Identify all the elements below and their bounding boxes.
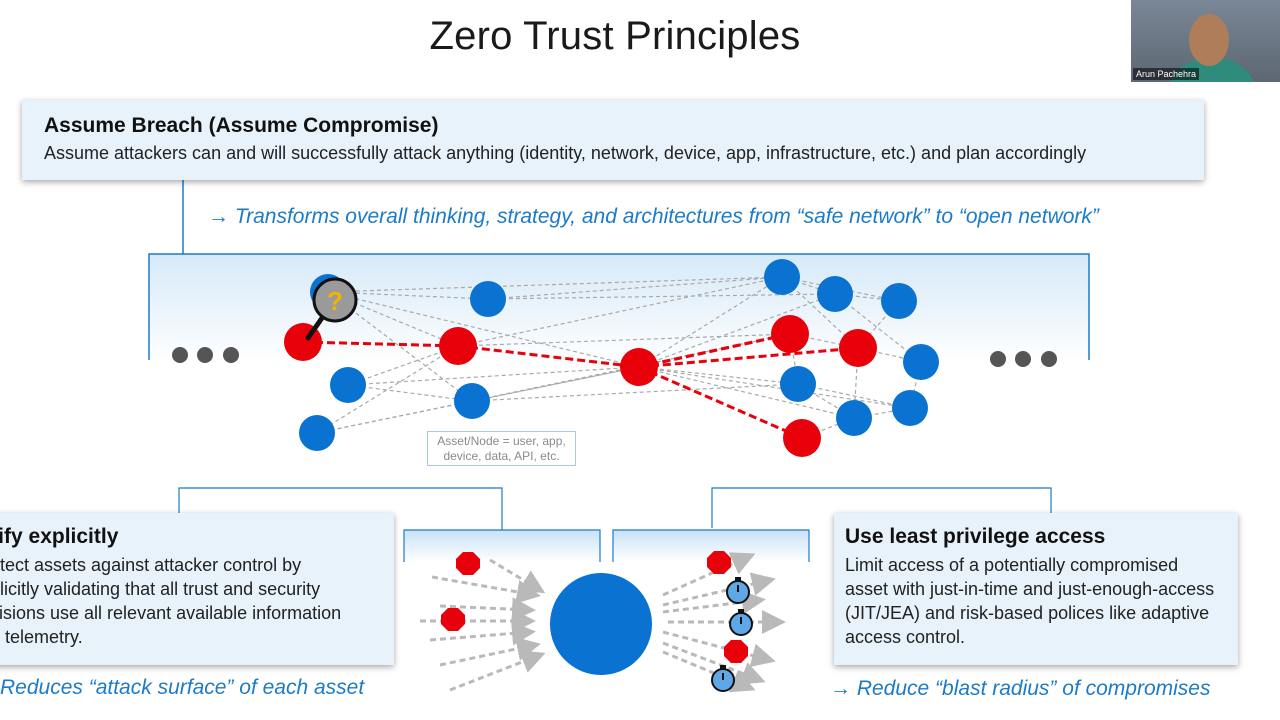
assume-breach-outcome: → Transforms overall thinking, strategy,…	[208, 205, 1099, 228]
bracket-left	[178, 487, 503, 532]
assume-breach-text: Assume attackers can and will successful…	[44, 143, 1087, 163]
asset-node	[764, 259, 800, 295]
stopwatch-icon	[726, 577, 750, 604]
bracket-right	[711, 487, 1052, 528]
verify-text: otect assets against attacker control by…	[0, 555, 342, 647]
assume-breach-heading: Assume Breach (Assume Compromise)	[44, 114, 439, 137]
stopwatch-icon	[711, 665, 735, 692]
ellipsis-icon	[990, 351, 1057, 367]
compromised-node	[620, 348, 658, 386]
attack-path	[302, 332, 859, 440]
least-privilege-heading: Use least privilege access	[845, 525, 1106, 548]
asset-node	[881, 283, 917, 319]
least-privilege-text: Limit access of a potentially compromise…	[845, 555, 1215, 647]
presenter-face	[1189, 14, 1229, 66]
asset-node	[903, 344, 939, 380]
asset-node	[836, 400, 872, 436]
asset-node	[817, 276, 853, 312]
assume-breach-box: Assume Breach (Assume Compromise) Assume…	[22, 100, 1204, 180]
asset-node	[299, 415, 335, 451]
inbound-arrows	[420, 558, 546, 692]
least-privilege-outcome: → Reduce “blast radius” of compromises	[830, 677, 1211, 700]
threat-octagon	[724, 640, 748, 663]
ellipsis-icon	[172, 347, 239, 363]
compromised-node	[439, 327, 477, 365]
asset-node	[780, 366, 816, 402]
outbound-arrows	[662, 552, 786, 693]
presenter-name: Arun Pachehra	[1133, 68, 1200, 80]
protected-asset	[550, 573, 652, 675]
legend-line: Asset/Node = user, app,	[437, 434, 566, 448]
asset-node	[330, 367, 366, 403]
compromised-node	[839, 329, 877, 367]
compromised-node	[783, 419, 821, 457]
stopwatch-icon	[729, 609, 753, 636]
slide-title: Zero Trust Principles	[429, 14, 801, 58]
asset-node	[892, 390, 928, 426]
verify-explicitly-box: rify explicitly otect assets against att…	[0, 513, 394, 665]
compromised-node	[771, 315, 809, 353]
magnifier-question-icon: ?	[305, 277, 358, 341]
threat-octagon	[441, 608, 465, 631]
threat-octagon	[456, 552, 480, 575]
legend-line: device, data, API, etc.	[443, 449, 560, 463]
least-privilege-box: Use least privilege access Limit access …	[834, 513, 1238, 665]
asset-node-legend: Asset/Node = user, app, device, data, AP…	[427, 431, 576, 466]
threat-octagon	[707, 551, 731, 574]
svg-text:?: ?	[327, 286, 343, 316]
verify-heading: rify explicitly	[0, 525, 119, 548]
asset-node	[470, 281, 506, 317]
presenter-video: Arun Pachehra	[1131, 0, 1280, 82]
verify-outcome: Reduces “attack surface” of each asset	[0, 676, 365, 699]
asset-node	[454, 383, 490, 419]
